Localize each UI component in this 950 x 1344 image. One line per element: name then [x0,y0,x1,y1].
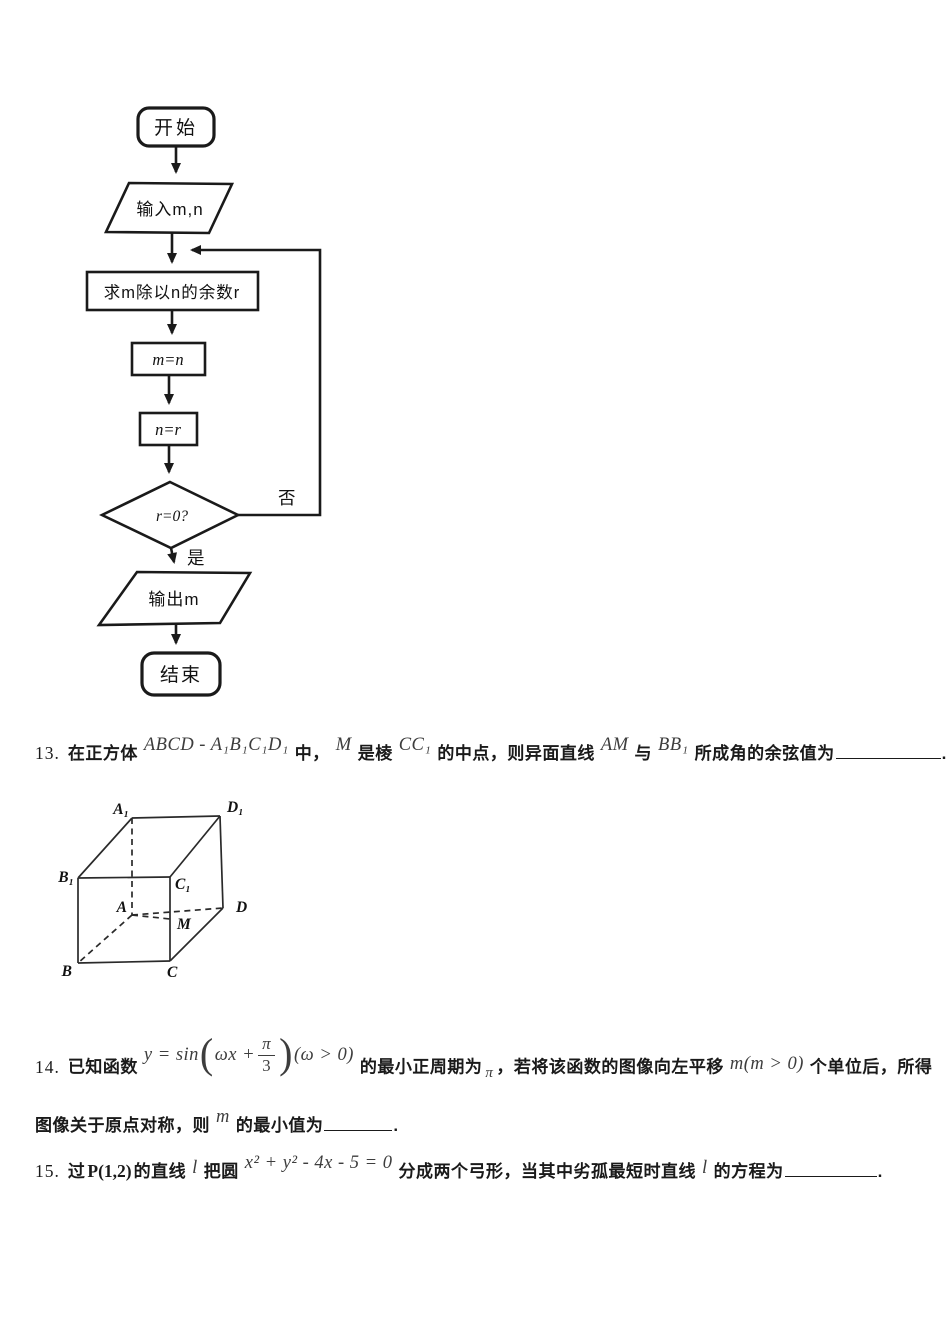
q14-omega-condition: (ω > 0) [294,1044,354,1065]
q13-math-cube-notation: ABCD - A₁B₁C₁D₁ [143,735,289,755]
input-label: 输入m,n [136,200,203,219]
vertex-label-C1: C₁ [175,876,191,893]
edge-B1A1 [77,817,133,879]
segment-AM-hidden [131,914,171,920]
edge-BC [77,960,171,964]
q14-formula-inner: ωx + [214,1044,256,1065]
step1-label: 求m除以n的余数r [104,283,240,302]
q14-line2-text-2: 的最小值为 [235,1116,324,1135]
q13-answer-blank [835,755,941,759]
vertex-label-A1: A₁ [112,801,129,818]
q15-text-4: 分成两个弓形，当其中劣孤最短时直线 [398,1162,697,1181]
decision-label: r=0? [156,508,188,525]
q14-text-1: 已知函数 [67,1057,138,1077]
q14-fraction-numerator: π [258,1034,276,1056]
q13-text-4: 的中点，则异面直线 [437,744,595,763]
question-15-number: 15. [35,1161,60,1181]
question-13-number: 13. [35,743,60,763]
cube-svg: A₁ D₁ B₁ C₁ A M D B C [57,799,247,981]
q15-text-2: 的直线 [133,1162,187,1181]
terminator-end [140,651,222,697]
q15-math-line-l-2: l [702,1158,708,1178]
q14-big-right-paren: ) [279,1030,293,1078]
connector-decision-output [167,547,178,564]
edge-A1D1 [131,815,221,819]
q14-text-4: 个单位后，所得 [809,1057,933,1077]
q13-math-CC1: CC₁ [398,735,432,755]
q14-line2-text-1: 图像关于原点对称，则 [35,1116,210,1135]
process-m-equals-n [130,341,207,377]
io-input [103,181,235,235]
process-n-equals-r [138,411,199,447]
q13-text-6: 所成角的余弦值为 [694,744,835,763]
q14-period: . [393,1116,399,1135]
vertex-label-D: D [235,899,247,916]
q14-big-left-paren: ( [199,1030,214,1078]
question-14-number: 14. [35,1056,60,1077]
edge-B1C1 [77,876,171,879]
q13-math-AM: AM [600,735,629,755]
q14-answer-blank [324,1127,393,1131]
flowchart-svg: 开始 输入m,n 求m除以n的余数r m=n n=r r=0? 否 是 输出m … [85,106,322,697]
q13-math-M: M [335,735,352,755]
vertex-label-B: B [61,963,72,980]
vertex-label-B1: B₁ [57,869,74,886]
question-13: 13. 在正方体 ABCD - A₁B₁C₁D₁ 中， M 是棱 CC₁ 的中点，则异面直线 A… [35,735,946,768]
q14-text-2: 的最小正周期为 [359,1057,483,1077]
vertex-label-D1: D₁ [226,799,244,816]
terminator-start [136,106,216,148]
vertex-label-M: M [176,916,192,933]
q15-text-1: 过 [67,1162,86,1181]
yes-branch-label: 是 [187,548,205,568]
cube-figure: A₁ D₁ B₁ C₁ A M D B C [55,790,290,1000]
q15-point-P: P(1,2) [87,1161,132,1181]
end-label: 结束 [160,664,202,686]
q15-period: . [877,1162,883,1181]
io-output [96,570,253,627]
step3-label: n=r [155,420,181,439]
edge-AD-hidden [131,907,224,916]
process-remainder [85,270,260,312]
start-label: 开始 [154,117,198,139]
q14-text-3: ，若将该函数的图像向左平移 [496,1057,724,1077]
no-branch-label: 否 [278,488,296,508]
q13-period: . [941,744,947,763]
edge-D1C1 [169,815,221,878]
decision-diamond [99,480,241,550]
q15-text-3: 把圆 [203,1162,239,1181]
connector-loop-back [190,245,322,517]
q13-text-2: 中， [294,744,330,763]
q14-math-shift-m: m(m > 0) [729,1053,804,1074]
q15-answer-blank [784,1173,877,1177]
q13-text-3: 是棱 [357,744,393,763]
flowchart-figure: 开始 输入m,n 求m除以n的余数r m=n n=r r=0? 否 是 输出m … [60,100,390,715]
step2-label: m=n [152,350,183,369]
vertex-label-C: C [167,964,178,981]
vertex-label-A: A [116,899,127,916]
q14-line2-math-m: m [216,1107,230,1127]
q13-text-5: 与 [634,744,653,763]
q13-text-1: 在正方体 [67,744,138,763]
edge-D1D [219,815,224,909]
q15-math-line-l-1: l [192,1158,198,1178]
edge-AB-hidden [77,914,133,964]
q13-math-BB1: BB₁ [658,735,689,755]
q15-circle-equation: x² + y² - 4x - 5 = 0 [244,1153,393,1173]
question-14-line2: 图像关于原点对称，则 m 的最小值为. [35,1107,935,1140]
q14-math-pi: π [485,1064,494,1081]
output-label: 输出m [148,590,199,609]
q14-formula-lhs: y = sin [143,1044,199,1065]
q15-text-5: 的方程为 [713,1162,784,1181]
edge-CD [169,907,224,962]
q14-fraction-denominator: 3 [262,1055,272,1075]
